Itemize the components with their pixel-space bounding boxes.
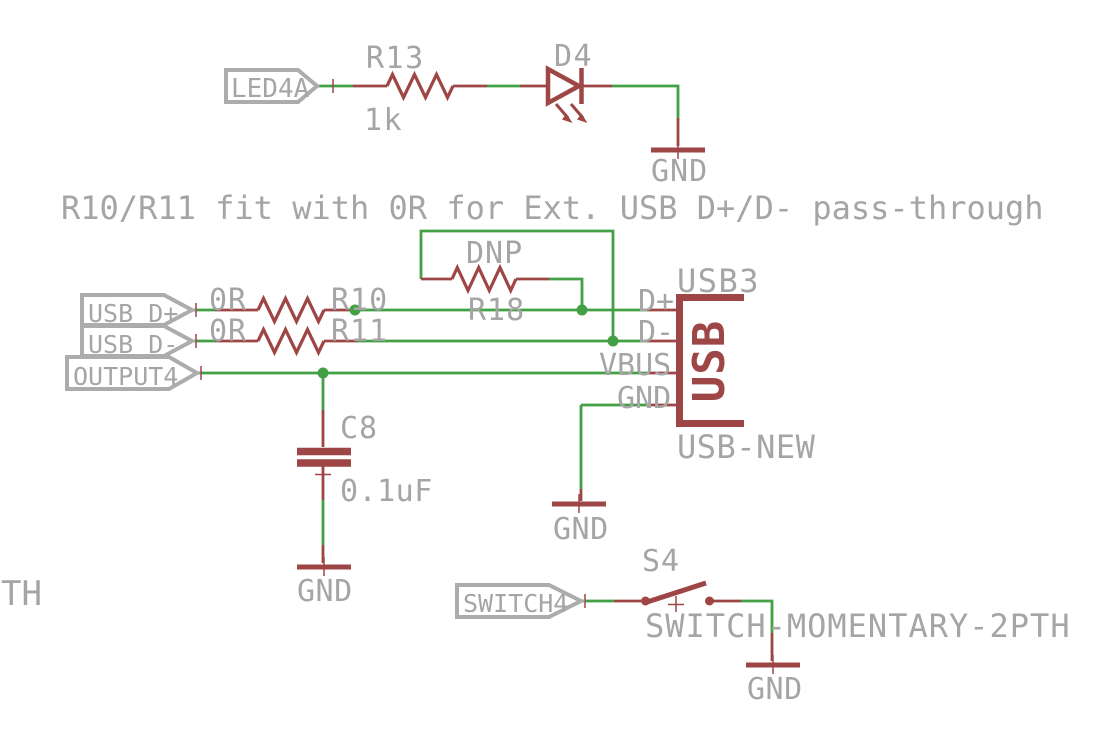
usb-pin-dminus-label: D-	[638, 315, 675, 350]
gnd-switch-label: GND	[747, 672, 803, 707]
gnd-led-label: GND	[651, 154, 709, 189]
capacitor-c8[interactable]	[297, 447, 351, 476]
usb-pin-dplus-label: D+	[638, 284, 675, 319]
net-switch4-wire[interactable]	[581, 599, 774, 633]
flag-switch4[interactable]	[455, 583, 586, 619]
junction-dots	[317, 304, 619, 379]
capacitor-c8-value: 0.1uF	[340, 474, 433, 509]
resistor-r13-name: R13	[366, 41, 425, 76]
flag-led4a[interactable]	[224, 68, 321, 104]
usb-pin-gnd-label: GND	[617, 381, 672, 416]
usb-connector-name: USB3	[677, 262, 761, 300]
gnd-symbol-switch[interactable]	[746, 655, 800, 674]
flag-usb-dplus-label: USB_D+	[88, 299, 179, 328]
resistor-r10-name: R10	[331, 283, 389, 318]
gnd-usb-label: GND	[553, 512, 609, 547]
resistor-r18[interactable]	[450, 263, 518, 295]
resistor-r10-value: 0R	[209, 283, 248, 318]
led-d4[interactable]	[545, 65, 588, 123]
gnd-symbol-led[interactable]	[651, 140, 705, 159]
switch-s4-name: S4	[642, 544, 681, 579]
flag-led4a-label: LED4A	[231, 74, 310, 104]
net-led4a-wire[interactable]	[317, 84, 680, 118]
flag-usb-dminus[interactable]	[80, 324, 197, 358]
net-dnp-loop-wire[interactable]	[419, 229, 615, 341]
switch-s4-value: SWITCH-MOMENTARY-2PTH	[645, 607, 1071, 645]
resistor-r13[interactable]	[385, 70, 455, 102]
flag-usb-dplus[interactable]	[80, 293, 197, 327]
flag-output4[interactable]	[65, 355, 202, 391]
flag-switch4-label: SWITCH4	[463, 589, 569, 618]
resistor-r18-value: DNP	[466, 236, 524, 271]
led-d4-name: D4	[554, 39, 594, 74]
usb-connector-symbol[interactable]	[676, 294, 745, 427]
resistor-r10[interactable]	[256, 294, 326, 326]
gnd-symbol-usb[interactable]	[552, 494, 606, 513]
usb-connector-value: USB-NEW	[677, 428, 816, 466]
flag-usb-dminus-label: USB_D-	[88, 330, 179, 359]
usb-pin-vbus-label: VBUS	[599, 348, 672, 383]
gnd-cap-label: GND	[297, 574, 353, 609]
flag-output4-label: OUTPUT4	[73, 362, 179, 391]
usb-connector-symbol-text: USB	[683, 319, 735, 403]
net-output4-wire[interactable]	[197, 371, 647, 545]
resistor-r11[interactable]	[256, 325, 326, 357]
pin-end-ticks	[195, 79, 586, 608]
capacitor-c8-name: C8	[340, 411, 379, 446]
resistor-r18-name: R18	[468, 293, 526, 328]
edge-clipped-text: TH	[1, 574, 42, 614]
switch-s4[interactable]	[641, 580, 714, 612]
resistor-r11-name: R11	[331, 314, 389, 349]
component-pins	[215, 84, 774, 661]
resistor-r13-value: 1k	[364, 103, 404, 138]
note-text: R10/R11 fit with 0R for Ext. USB D+/D- p…	[61, 189, 1044, 227]
net-usb-gnd-wire[interactable]	[579, 403, 647, 489]
gnd-symbol-cap[interactable]	[297, 557, 351, 576]
resistor-r11-value: 0R	[209, 314, 248, 349]
